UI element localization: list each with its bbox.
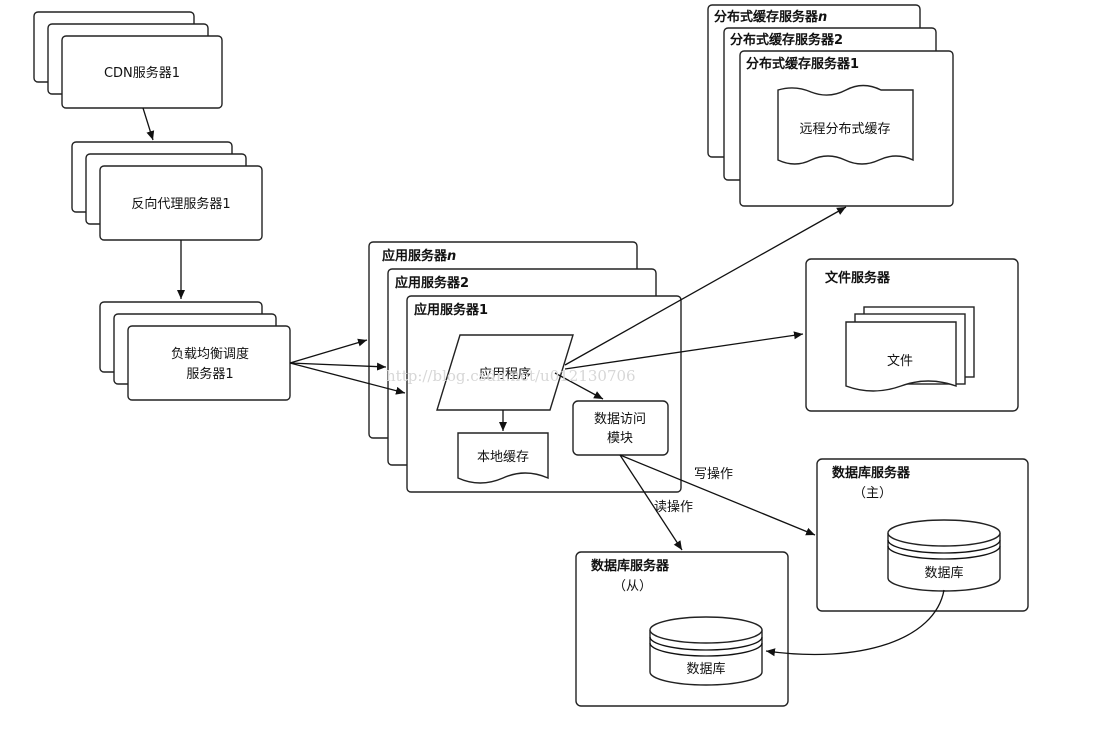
db-slave-subtitle: （从） <box>613 579 652 594</box>
app-server-n-title: 应用服务器n <box>382 248 456 264</box>
arrow-cdn-to-proxy <box>142 107 155 141</box>
local-cache-label: 本地缓存 <box>477 450 529 465</box>
cdn-server-stack: CDN服务器1 <box>33 11 223 109</box>
reverse-proxy-label: 反向代理服务器1 <box>131 196 230 212</box>
distributed-cache-n-title: 分布式缓存服务器n <box>714 9 827 25</box>
app-server-stack: 应用服务器n 应用服务器2 应用服务器1 应用程序 本地缓存 数据访问 模块 <box>368 241 682 493</box>
arrow-app-to-file-server <box>564 331 804 370</box>
app-program-label: 应用程序 <box>479 366 531 382</box>
data-access-label-line2: 模块 <box>607 431 633 446</box>
distributed-cache-2-title: 分布式缓存服务器2 <box>730 32 843 48</box>
app-server-2-title: 应用服务器2 <box>395 275 469 291</box>
arrow-lb-to-app-n <box>289 338 368 364</box>
app-server-1-title: 应用服务器1 <box>414 302 488 318</box>
arrow-db-replication <box>765 589 945 657</box>
db-slave-label: 数据库 <box>686 661 725 677</box>
connectors <box>142 107 945 657</box>
db-master-server: 数据库服务器 （主） 数据库 <box>816 458 1029 612</box>
arrow-lb-to-app-1 <box>289 362 406 395</box>
local-cache-shape <box>457 432 549 484</box>
data-access-module-box <box>572 400 669 456</box>
write-operation-label: 写操作 <box>694 466 733 482</box>
file-server: 文件服务器 文件 <box>805 258 1019 412</box>
db-slave-cylinder-top <box>649 616 763 644</box>
db-slave-title: 数据库服务器 <box>591 558 670 574</box>
load-balancer-label-line2: 服务器1 <box>186 366 233 382</box>
arrow-read-from-db-slave <box>619 454 683 551</box>
load-balancer-stack: 负载均衡调度 服务器1 <box>99 301 291 401</box>
cdn-server-label: CDN服务器1 <box>104 65 180 81</box>
db-master-title: 数据库服务器 <box>832 465 911 481</box>
arrow-app-to-data-access <box>554 372 604 400</box>
db-slave-server: 数据库服务器 （从） 数据库 <box>575 551 789 707</box>
load-balancer-label-line1: 负载均衡调度 <box>171 346 249 362</box>
remote-cache-label: 远程分布式缓存 <box>799 122 890 137</box>
db-slave-cylinder-body <box>649 630 763 686</box>
reverse-proxy-stack: 反向代理服务器1 <box>71 141 263 241</box>
arrow-lb-to-app-2 <box>289 362 387 371</box>
db-master-subtitle: （主） <box>853 486 892 501</box>
file-label: 文件 <box>887 354 913 369</box>
data-access-label-line1: 数据访问 <box>594 412 646 427</box>
file-document-shape <box>845 321 957 392</box>
arrow-write-to-db-master <box>619 454 816 536</box>
read-operation-label: 读操作 <box>654 499 693 515</box>
arrow-app-to-distributed-cache <box>564 206 847 366</box>
watermark-text: http://blog.csdn.net/u012130706 <box>386 367 636 385</box>
distributed-cache-1-title: 分布式缓存服务器1 <box>746 56 859 72</box>
db-master-label: 数据库 <box>924 565 963 581</box>
remote-cache-shape <box>777 84 914 165</box>
app-program-shape <box>436 334 574 411</box>
file-server-title: 文件服务器 <box>825 270 891 286</box>
db-master-cylinder-top <box>887 519 1001 547</box>
distributed-cache-stack: 分布式缓存服务器n 分布式缓存服务器2 分布式缓存服务器1 远程分布式缓存 <box>707 4 954 207</box>
